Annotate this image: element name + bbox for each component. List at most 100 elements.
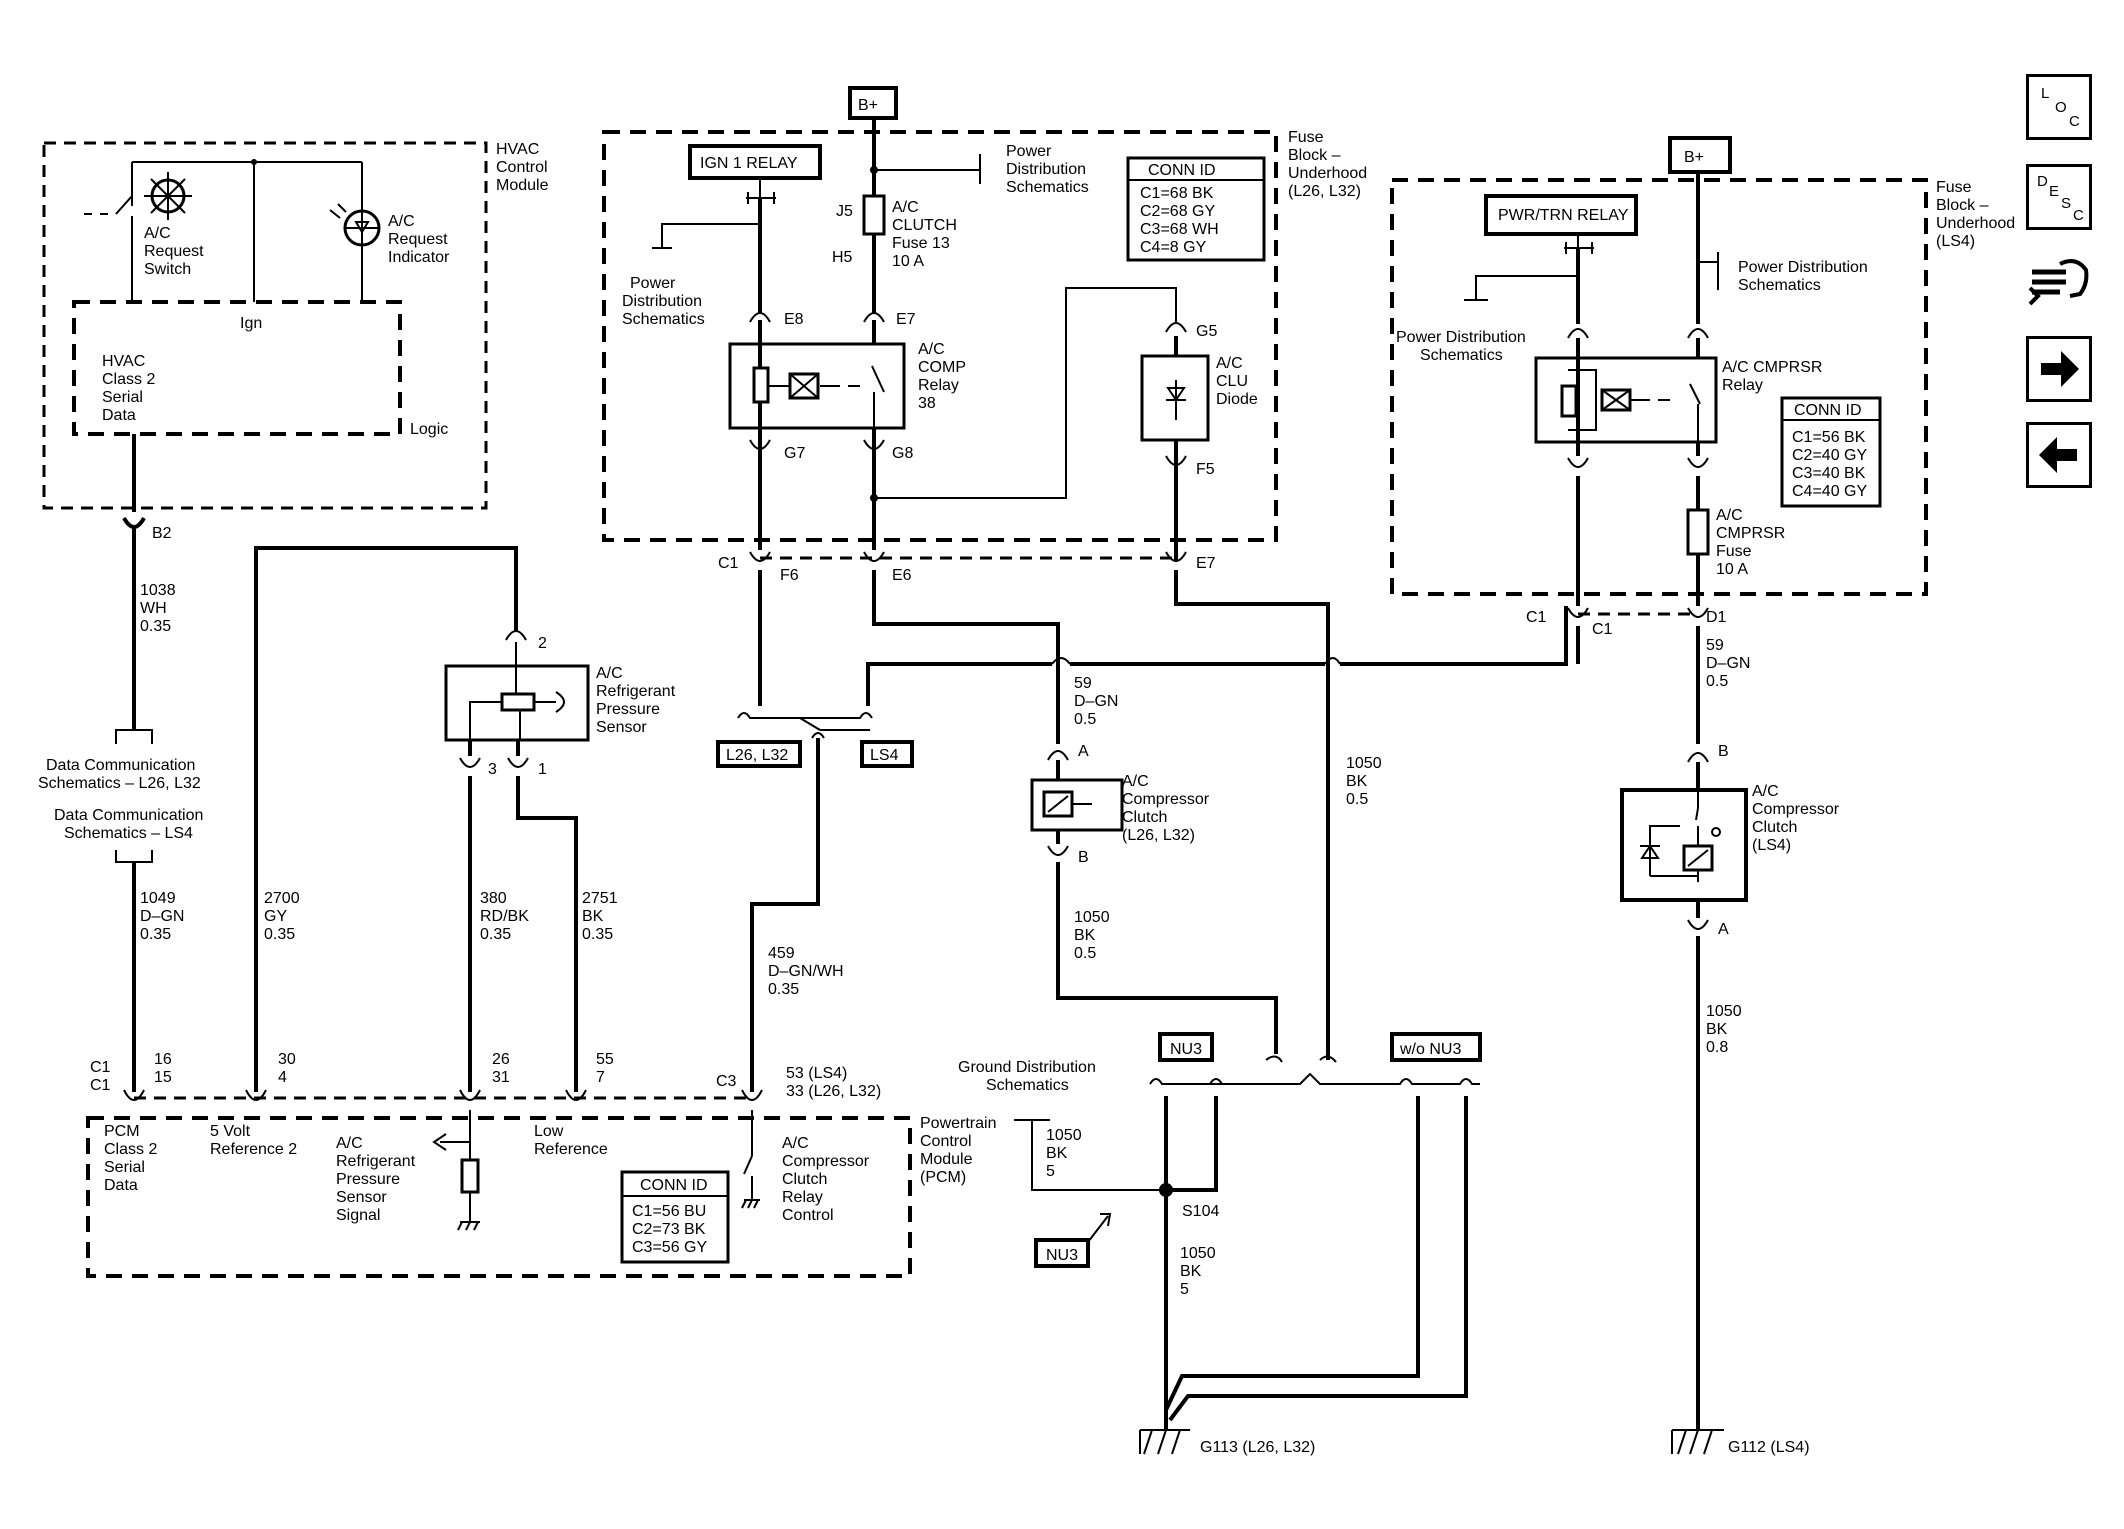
clutch2-pin-a: A bbox=[1718, 921, 1729, 938]
fuse-block-1-outline bbox=[602, 130, 1278, 542]
pin-d1: D1 bbox=[1706, 609, 1727, 626]
description-button[interactable]: D E S C bbox=[2026, 164, 2092, 230]
pcm-pins-55: 55 7 bbox=[596, 1051, 618, 1086]
bplus-1: B+ bbox=[858, 97, 878, 114]
hvac-module-outline bbox=[42, 141, 488, 510]
loc-letter-l: L bbox=[2041, 85, 2050, 102]
pcm-pins-53: 53 (LS4) 33 (L26, L32) bbox=[786, 1065, 881, 1100]
clutch2-pin-b: B bbox=[1718, 743, 1729, 760]
ground-g113: G113 (L26, L32) bbox=[1200, 1439, 1315, 1456]
pin-f5: F5 bbox=[1196, 461, 1215, 478]
logic-label: Logic bbox=[410, 421, 448, 438]
wire-1050c-label: 1050 BK 0.8 bbox=[1706, 1003, 1746, 1056]
wire-1038-label: 1038 WH 0.35 bbox=[140, 582, 180, 635]
conn-id-fb2-lines: C1=56 BK C2=40 GY C3=40 BK C4=40 GY bbox=[1792, 429, 1871, 500]
wire-2700 bbox=[254, 546, 518, 1092]
tools-button[interactable] bbox=[2026, 250, 2092, 316]
sensor-wires bbox=[468, 740, 578, 1092]
wire-380-label: 380 RD/BK 0.35 bbox=[480, 890, 533, 943]
clutch1-label: A/C Compressor Clutch (L26, L32) bbox=[1122, 773, 1214, 844]
ac-clutch-fuse bbox=[862, 194, 886, 236]
pwr-dist-1b-label: Power Distribution Schematics bbox=[1006, 143, 1090, 196]
pcm-class2-label: PCM Class 2 Serial Data bbox=[104, 1123, 162, 1194]
pin-b2: B2 bbox=[152, 525, 172, 542]
conn-id-pcm-title: CONN ID bbox=[640, 1177, 708, 1194]
pcm-module-label: Powertrain Control Module (PCM) bbox=[920, 1115, 1001, 1186]
fuse-block-1-label: Fuse Block – Underhood (L26, L32) bbox=[1288, 129, 1372, 200]
pin-g8: G8 bbox=[892, 445, 913, 462]
pin-g7: G7 bbox=[784, 445, 805, 462]
wire-1049-label: 1049 D–GN 0.35 bbox=[140, 890, 189, 943]
desc-letter-d: D bbox=[2037, 173, 2048, 190]
sensor-pin-3: 3 bbox=[488, 761, 497, 778]
pcm-signal-label: A/C Refrigerant Pressure Sensor Signal bbox=[336, 1135, 420, 1224]
conn-id-fb1-lines: C1=68 BK C2=68 GY C3=68 WH C4=8 GY bbox=[1140, 185, 1223, 256]
pcm-ref-label: 5 Volt Reference 2 bbox=[210, 1123, 297, 1158]
switch-contact bbox=[84, 195, 133, 215]
fb1-output-wires bbox=[758, 570, 1330, 1060]
desc-letter-s: S bbox=[2061, 195, 2072, 212]
wire-1050d-label: 1050 BK 5 bbox=[1046, 1127, 1086, 1180]
back-button[interactable] bbox=[2026, 422, 2092, 488]
ac-comp-relay-label: A/C COMP Relay 38 bbox=[918, 341, 970, 412]
pwr-dist-2b-label: Power Distribution Schematics bbox=[1738, 259, 1872, 294]
bplus-2: B+ bbox=[1684, 149, 1704, 166]
option-wo-nu3: w/o NU3 bbox=[1399, 1041, 1461, 1058]
ground-wires bbox=[1164, 1096, 1468, 1422]
pin-j5: J5 bbox=[836, 203, 853, 220]
wire-1050b-label: 1050 BK 0.5 bbox=[1346, 755, 1386, 808]
ac-cmprsr-fuse-label: A/C CMPRSR Fuse 10 A bbox=[1716, 507, 1790, 578]
wire-1038 bbox=[122, 434, 146, 730]
conn-id-pcm bbox=[620, 1170, 730, 1264]
hand-wrench-icon bbox=[2028, 259, 2089, 306]
sensor-pin-2: 2 bbox=[538, 635, 547, 652]
next-button[interactable] bbox=[2026, 336, 2092, 402]
option-nu3: NU3 bbox=[1170, 1041, 1202, 1058]
ac-cmprsr-fuse bbox=[1686, 508, 1710, 556]
hvac-module-label: HVAC Control Module bbox=[496, 141, 552, 194]
wire-59b-label: 59 D–GN 0.5 bbox=[1706, 637, 1755, 690]
location-button[interactable]: L O C bbox=[2026, 74, 2092, 140]
ac-request-switch-label: A/C Request Switch bbox=[144, 225, 208, 278]
wire-59a-label: 59 D–GN 0.5 bbox=[1074, 675, 1123, 728]
pcm-pins-30: 30 4 bbox=[278, 1051, 300, 1086]
pcm-low-ref-label: Low Reference bbox=[534, 1123, 608, 1158]
datacomm-l26-label: Data Communication Schematics – L26, L32 bbox=[38, 757, 201, 792]
pwr-trn-relay-box bbox=[1484, 194, 1638, 236]
ac-cmprsr-relay-label: A/C CMPRSR Relay bbox=[1722, 359, 1827, 394]
pcm-relay-ctrl-label: A/C Compressor Clutch Relay Control bbox=[782, 1135, 874, 1224]
pwr-trn-relay-label: PWR/TRN RELAY bbox=[1498, 207, 1629, 224]
ground-dist-label: Ground Distribution Schematics bbox=[958, 1059, 1100, 1094]
conn-id-fb2-title: CONN ID bbox=[1794, 402, 1862, 419]
loc-letter-o: O bbox=[2055, 99, 2067, 116]
pin-e6: E6 bbox=[892, 567, 912, 584]
datacomm-ls4-label: Data Communication Schematics – LS4 bbox=[54, 807, 208, 842]
pin-c1-fb2a: C1 bbox=[1526, 609, 1547, 626]
option-nu3-box bbox=[1158, 1032, 1214, 1062]
desc-letter-c: C bbox=[2073, 207, 2084, 224]
option-nu3b-box bbox=[1034, 1238, 1090, 1268]
option-l26: L26, L32 bbox=[726, 747, 788, 764]
ac-request-indicator-label: A/C Request Indicator bbox=[388, 213, 452, 266]
sensor-label: A/C Refrigerant Pressure Sensor bbox=[596, 665, 680, 736]
pin-g5: G5 bbox=[1196, 323, 1217, 340]
ac-clutch-fuse-label: A/C CLUTCH Fuse 13 10 A bbox=[892, 199, 961, 270]
pin-e7b: E7 bbox=[1196, 555, 1216, 572]
pcm-pins-26: 26 31 bbox=[492, 1051, 514, 1086]
option-nu3b: NU3 bbox=[1046, 1247, 1078, 1264]
conn-id-fb2 bbox=[1780, 396, 1882, 508]
wire-2700-label: 2700 GY 0.35 bbox=[264, 890, 304, 943]
wire-459 bbox=[750, 738, 820, 1092]
hvac-logic-box bbox=[72, 300, 402, 436]
conn-id-fb1 bbox=[1126, 156, 1266, 262]
option-l26-box bbox=[716, 740, 802, 768]
pcm-outline bbox=[86, 1116, 912, 1278]
pwr-dist-1a-label: Power Distribution Schematics bbox=[622, 275, 706, 328]
option-wo-nu3-box bbox=[1390, 1032, 1482, 1062]
pin-e7: E7 bbox=[896, 311, 916, 328]
bplus-2-box bbox=[1668, 136, 1732, 174]
wire-459-label: 459 D–GN/WH 0.35 bbox=[768, 945, 848, 998]
wire-1050e-label: 1050 BK 5 bbox=[1180, 1245, 1220, 1298]
sensor-pin-1: 1 bbox=[538, 761, 547, 778]
